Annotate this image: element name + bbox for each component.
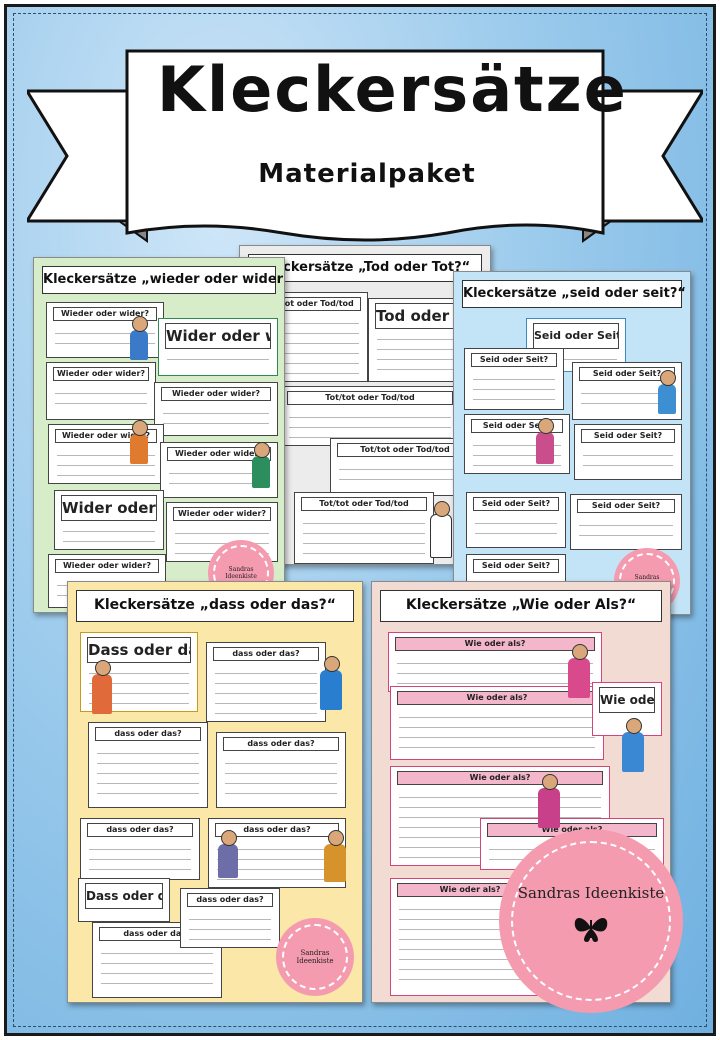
exercise-card: Seid oder Seit?: [466, 492, 566, 548]
person-illustration: [320, 656, 342, 710]
exercise-card: dass oder das?: [80, 818, 200, 880]
title-banner: Kleckersätze Materialpaket: [24, 41, 706, 251]
person-illustration: [252, 442, 270, 488]
person-illustration: [622, 718, 644, 772]
person-illustration: [324, 830, 346, 882]
person-illustration: [658, 370, 676, 414]
exercise-card: dass oder das?: [216, 732, 346, 808]
exercise-card: Seid oder Seit?: [570, 494, 682, 550]
sheet-header: Kleckersätze „Tod oder Tot?“: [248, 254, 482, 282]
person-illustration: [430, 501, 452, 558]
person-illustration: [130, 316, 148, 360]
person-illustration: [92, 660, 112, 714]
person-illustration: [568, 644, 590, 698]
title-card: Wider oder wieder?: [54, 490, 164, 550]
exercise-card: dass oder das?: [180, 888, 280, 948]
person-illustration: [218, 830, 238, 878]
sheet-header: Kleckersätze „seid oder seit?“: [462, 280, 686, 308]
exercise-card: Seid oder Seit?: [464, 348, 564, 410]
exercise-card: Tot/tot oder Tod/tod: [280, 386, 460, 446]
exercise-card: Wie oder als?: [388, 632, 602, 692]
person-illustration: [538, 774, 560, 828]
title-card: Wider oder wieder?: [158, 318, 278, 376]
sheet-dass-oder-das: Kleckersätze „dass oder das?“ Dass oder …: [67, 581, 363, 1003]
exercise-card: Tot/tot oder Tod/tod: [294, 492, 434, 564]
sheet-seid-oder-seit: Kleckersätze „seid oder seit?“ Seid oder…: [453, 271, 691, 615]
sheet-header: Kleckersätze „wieder oder wider?“: [42, 266, 284, 294]
dashed-border: [13, 13, 707, 1027]
exercise-card: dass oder das?: [88, 722, 208, 808]
exercise-card: Wieder oder wider?: [154, 382, 278, 436]
butterfly-icon: [574, 918, 608, 942]
brand-stamp-large: Sandras Ideenkiste: [499, 829, 683, 1013]
page-subtitle: Materialpaket: [258, 159, 476, 189]
person-illustration: [536, 418, 554, 464]
sheet-header: Kleckersätze „Wie oder Als?“: [380, 590, 662, 622]
exercise-card: dass oder das?: [206, 642, 326, 722]
sheet-header: Kleckersätze „dass oder das?“: [76, 590, 354, 622]
exercise-card: Wieder oder wider?: [46, 362, 156, 420]
sheet-wieder-oder-wider: Kleckersätze „wieder oder wider?“ Wieder…: [33, 257, 285, 613]
person-illustration: [130, 420, 148, 464]
page-title: Kleckersätze: [157, 53, 628, 126]
banner-ribbon: [24, 49, 706, 243]
exercise-card: Seid oder Seit?: [464, 414, 570, 474]
title-card: Dass oder das?: [78, 878, 170, 922]
page-frame: Kleckersätze Materialpaket Kleckersätze …: [4, 4, 716, 1036]
brand-stamp: Sandras Ideenkiste: [276, 918, 354, 996]
exercise-card: Wie oder als?: [390, 686, 604, 760]
title-card: Wie oder als?: [592, 682, 662, 736]
exercise-card: Seid oder Seit?: [574, 424, 682, 480]
